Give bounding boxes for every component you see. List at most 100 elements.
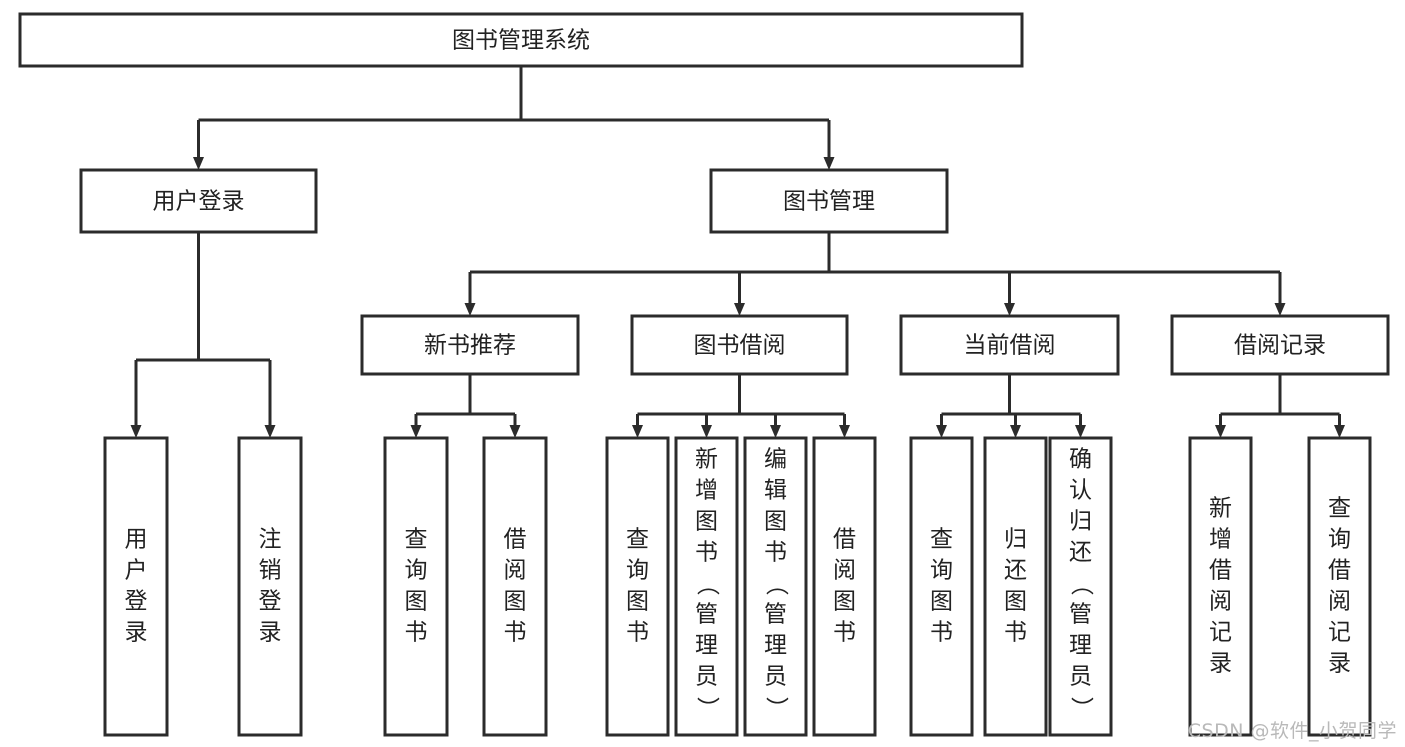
node-label-char: 员 xyxy=(764,664,787,690)
node-label-char: ） xyxy=(1068,697,1094,720)
edge-group-root xyxy=(193,66,835,170)
node-label-char: 书 xyxy=(695,540,718,566)
node-root[interactable]: 图书管理系统 xyxy=(18,12,1024,68)
node-label-char: 新 xyxy=(1209,496,1232,522)
node-label-char: 图 xyxy=(764,509,787,535)
arrow-head-icon xyxy=(701,425,712,438)
node-box[interactable] xyxy=(482,436,548,737)
node-box[interactable] xyxy=(674,436,739,737)
node-label-char: 询 xyxy=(1328,527,1351,553)
edge-group-new-book-rec xyxy=(410,374,521,438)
node-label-char: 书 xyxy=(1004,620,1027,646)
node-label-char: 书 xyxy=(833,620,856,646)
node-label-char: 阅 xyxy=(1209,589,1232,615)
node-label-char: 还 xyxy=(1004,558,1027,584)
node-label-char: 查 xyxy=(1328,496,1351,522)
node-box[interactable] xyxy=(237,436,303,737)
node-label: 当前借阅 xyxy=(964,333,1056,359)
node-label-char: 辑 xyxy=(764,478,787,504)
node-label-char: 阅 xyxy=(504,558,527,584)
node-level3-book-borrow[interactable]: 图书借阅 xyxy=(630,314,849,376)
node-box[interactable] xyxy=(983,436,1048,737)
arrow-head-icon xyxy=(632,425,643,438)
node-label-char: 图 xyxy=(930,589,953,615)
node-box[interactable] xyxy=(79,168,318,234)
node-label-char: 管 xyxy=(695,602,718,628)
node-level3-current-borrow[interactable]: 当前借阅 xyxy=(899,314,1120,376)
node-label-char: 用 xyxy=(125,527,148,553)
node-label-char: 阅 xyxy=(1328,589,1351,615)
node-label-char: 员 xyxy=(695,664,718,690)
node-label-char: 录 xyxy=(1328,651,1351,677)
node-label-char: 户 xyxy=(125,558,148,584)
node-label-char: 图 xyxy=(504,589,527,615)
edge-group-book-manage xyxy=(464,232,1286,316)
node-box[interactable] xyxy=(1170,314,1390,376)
node-label-char: 销 xyxy=(259,558,282,584)
arrow-head-icon xyxy=(770,425,781,438)
edge-group-borrow-record xyxy=(1215,374,1345,438)
node-label: 用户登录 xyxy=(153,189,245,215)
arrow-head-icon xyxy=(839,425,850,438)
node-label-char: 登 xyxy=(259,589,282,615)
arrow-head-icon xyxy=(936,425,947,438)
node-label-char: 新 xyxy=(695,447,718,473)
node-label-char: 录 xyxy=(1209,651,1232,677)
node-level2-book-manage[interactable]: 图书管理 xyxy=(709,168,949,234)
node-box[interactable] xyxy=(103,436,169,737)
node-box[interactable] xyxy=(18,12,1024,68)
node-label-char: 理 xyxy=(695,633,718,659)
node-label-char: 书 xyxy=(764,540,787,566)
node-label-char: 图 xyxy=(626,589,649,615)
node-box[interactable] xyxy=(812,436,877,737)
arrow-head-icon xyxy=(1334,425,1345,438)
node-box[interactable] xyxy=(383,436,449,737)
arrow-head-icon xyxy=(509,425,521,438)
node-label-char: 确 xyxy=(1069,447,1092,473)
arrow-head-icon xyxy=(464,303,476,316)
node-box[interactable] xyxy=(909,436,974,737)
node-label-char: （ xyxy=(763,573,789,596)
node-box[interactable] xyxy=(709,168,949,234)
node-label-char: 归 xyxy=(1004,527,1027,553)
node-level3-borrow-record[interactable]: 借阅记录 xyxy=(1170,314,1390,376)
node-box[interactable] xyxy=(743,436,808,737)
node-leaf-leaf-user-login[interactable]: 用户登录 xyxy=(103,436,169,737)
node-box[interactable] xyxy=(360,314,580,376)
node-label-char: 借 xyxy=(1209,558,1232,584)
node-label-char: 理 xyxy=(764,633,787,659)
node-box[interactable] xyxy=(1188,436,1253,737)
node-label-char: 查 xyxy=(930,527,953,553)
node-label-char: 还 xyxy=(1069,540,1092,566)
nodes-layer: 图书管理系统用户登录图书管理新书推荐图书借阅当前借阅借阅记录用户登录注销登录查询… xyxy=(18,12,1390,737)
arrow-head-icon xyxy=(1215,425,1226,438)
node-label-char: 借 xyxy=(504,527,527,553)
node-level3-new-book-rec[interactable]: 新书推荐 xyxy=(360,314,580,376)
node-label-char: 录 xyxy=(125,620,148,646)
node-label-char: 登 xyxy=(125,589,148,615)
node-box[interactable] xyxy=(630,314,849,376)
arrow-head-icon xyxy=(823,157,835,170)
node-box[interactable] xyxy=(605,436,670,737)
node-box[interactable] xyxy=(899,314,1120,376)
edge-group-book-borrow xyxy=(632,374,850,438)
node-label-char: ） xyxy=(694,697,720,720)
node-label-char: 员 xyxy=(1069,664,1092,690)
node-label-char: 阅 xyxy=(833,558,856,584)
node-level2-user-login[interactable]: 用户登录 xyxy=(79,168,318,234)
node-box[interactable] xyxy=(1048,436,1113,737)
node-label-char: 图 xyxy=(833,589,856,615)
node-box[interactable] xyxy=(1307,436,1372,737)
